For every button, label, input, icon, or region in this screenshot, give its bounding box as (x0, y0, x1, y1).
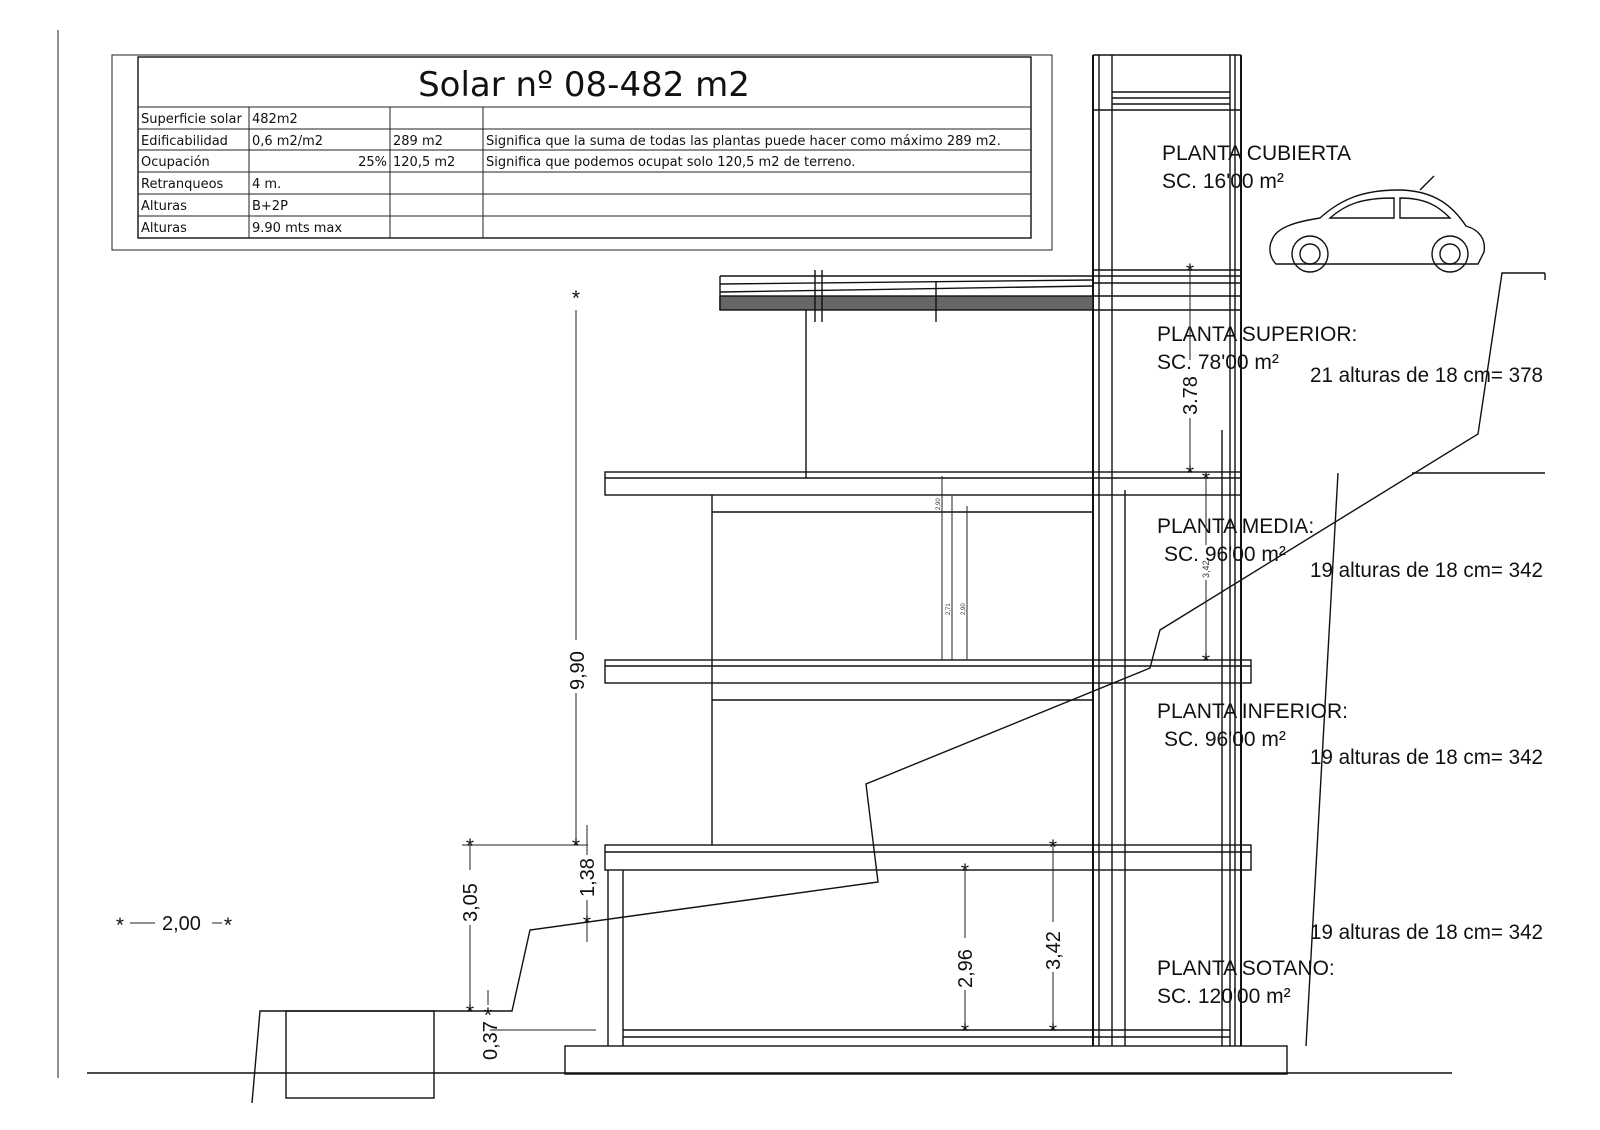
dim-text: 9,90 (567, 651, 589, 690)
tiny-dim: 2,90 (936, 498, 942, 510)
svg-text:*: * (1186, 260, 1194, 283)
table-cell: 482m2 (252, 112, 298, 127)
table-cell: B+2P (252, 199, 288, 214)
floor-label-cubierta: PLANTA CUBIERTA (1162, 142, 1351, 165)
dimension-342-small: * * 3,42 (1201, 468, 1211, 673)
dim-text: 3,42 (1043, 931, 1065, 970)
table-cell: 120,5 m2 (393, 155, 455, 170)
floor-area-media: SC. 96'00 m² (1164, 543, 1286, 566)
svg-text:*: * (583, 912, 591, 935)
slab-upper (604, 471, 1242, 845)
floor-label-media: PLANTA MEDIA: (1157, 515, 1314, 538)
table-outer-frame (111, 54, 1053, 251)
floor-area-cubierta: SC. 16'00 m² (1162, 170, 1284, 193)
terrain-profile (251, 272, 1545, 1104)
dimension-total-height: * * 9,90 (567, 287, 589, 858)
site-data-table: Solar nº 08-482 m2 Superficie solar 482m… (111, 54, 1053, 251)
table-title: Solar nº 08-482 m2 (418, 65, 750, 105)
stairs-note-superior: 21 alturas de 18 cm= 378 (1310, 364, 1543, 387)
table-cell: Alturas (141, 199, 187, 214)
svg-text:*: * (572, 287, 580, 310)
table-cell: Ocupación (141, 155, 210, 170)
car-icon (1269, 175, 1486, 273)
slab-lower (604, 844, 1252, 1046)
table-cell: Significa que la suma de todas las plant… (486, 134, 1001, 149)
stairs-note-sotano: 19 alturas de 18 cm= 342 (1310, 921, 1543, 944)
table-cell: 9.90 mts max (252, 221, 342, 236)
svg-text:*: * (961, 860, 969, 883)
dimension-378: * * 3.78 (1180, 260, 1202, 485)
dimension-200: * 2,00 * (116, 913, 232, 937)
table-cell: 0,6 m2/m2 (252, 134, 323, 149)
svg-text:*: * (1202, 650, 1210, 673)
table-inner-frame (137, 56, 1032, 239)
svg-text:*: * (961, 1020, 969, 1043)
table-cell: Alturas (141, 221, 187, 236)
svg-text:*: * (1049, 836, 1057, 859)
dim-text: 2,00 (162, 913, 201, 935)
dim-text: 3,05 (460, 883, 482, 922)
floor-label-inferior: PLANTA INFERIOR: (1157, 700, 1348, 723)
floor-label-sotano: PLANTA SOTANO: (1157, 957, 1335, 980)
svg-text:*: * (224, 914, 232, 937)
vertical-core (1092, 54, 1242, 1046)
foundation-slab (564, 1045, 1288, 1075)
table-cell: 4 m. (252, 177, 281, 192)
dimension-342: * * 3,42 (1043, 836, 1065, 1043)
tiny-dim: 2,71 (946, 603, 952, 615)
stairs-note-media: 19 alturas de 18 cm= 342 (1310, 559, 1543, 582)
svg-text:*: * (466, 1001, 474, 1024)
svg-text:*: * (484, 1004, 492, 1027)
dim-text: 2,96 (955, 949, 977, 988)
floor-area-sotano: SC. 120'00 m² (1157, 985, 1291, 1008)
roof-terrace (719, 269, 1241, 478)
svg-text:*: * (1186, 462, 1194, 485)
floor-label-superior: PLANTA SUPERIOR: (1157, 323, 1357, 346)
svg-text:*: * (1049, 1020, 1057, 1043)
small-dimension-lines: 2,90 2,71 2,90 (936, 476, 968, 660)
svg-text:*: * (466, 835, 474, 858)
table-cell: Significa que podemos ocupat solo 120,5 … (486, 155, 855, 170)
svg-text:*: * (1202, 468, 1210, 491)
table-cell: 289 m2 (393, 134, 443, 149)
dimension-138: * 1,38 (577, 825, 599, 942)
floor-area-inferior: SC. 96'00 m² (1164, 728, 1286, 751)
table-cell: Retranqueos (141, 177, 224, 192)
svg-text:*: * (116, 914, 124, 937)
table-cell: Edificabilidad (141, 134, 228, 149)
dim-text: 1,38 (577, 858, 599, 897)
dimension-037: * 0,37 (480, 990, 596, 1060)
stairs-note-inferior: 19 alturas de 18 cm= 342 (1310, 746, 1543, 769)
dim-text: 0,37 (480, 1021, 502, 1060)
table-cell: 25% (358, 155, 387, 170)
underground-tank (285, 1010, 435, 1099)
retaining-slope-line (1305, 472, 1339, 1047)
svg-text:*: * (572, 835, 580, 858)
table-cell: Superficie solar (141, 112, 242, 127)
tiny-dim: 2,90 (961, 603, 967, 615)
dimension-305: * * 3,05 (460, 835, 588, 1024)
dim-text: 3,42 (1201, 560, 1211, 578)
dim-text: 3.78 (1180, 376, 1202, 415)
floor-area-superior: SC. 78'00 m² (1157, 351, 1279, 374)
slab-middle (604, 659, 1252, 701)
dimension-296: * * 2,96 (955, 860, 977, 1043)
